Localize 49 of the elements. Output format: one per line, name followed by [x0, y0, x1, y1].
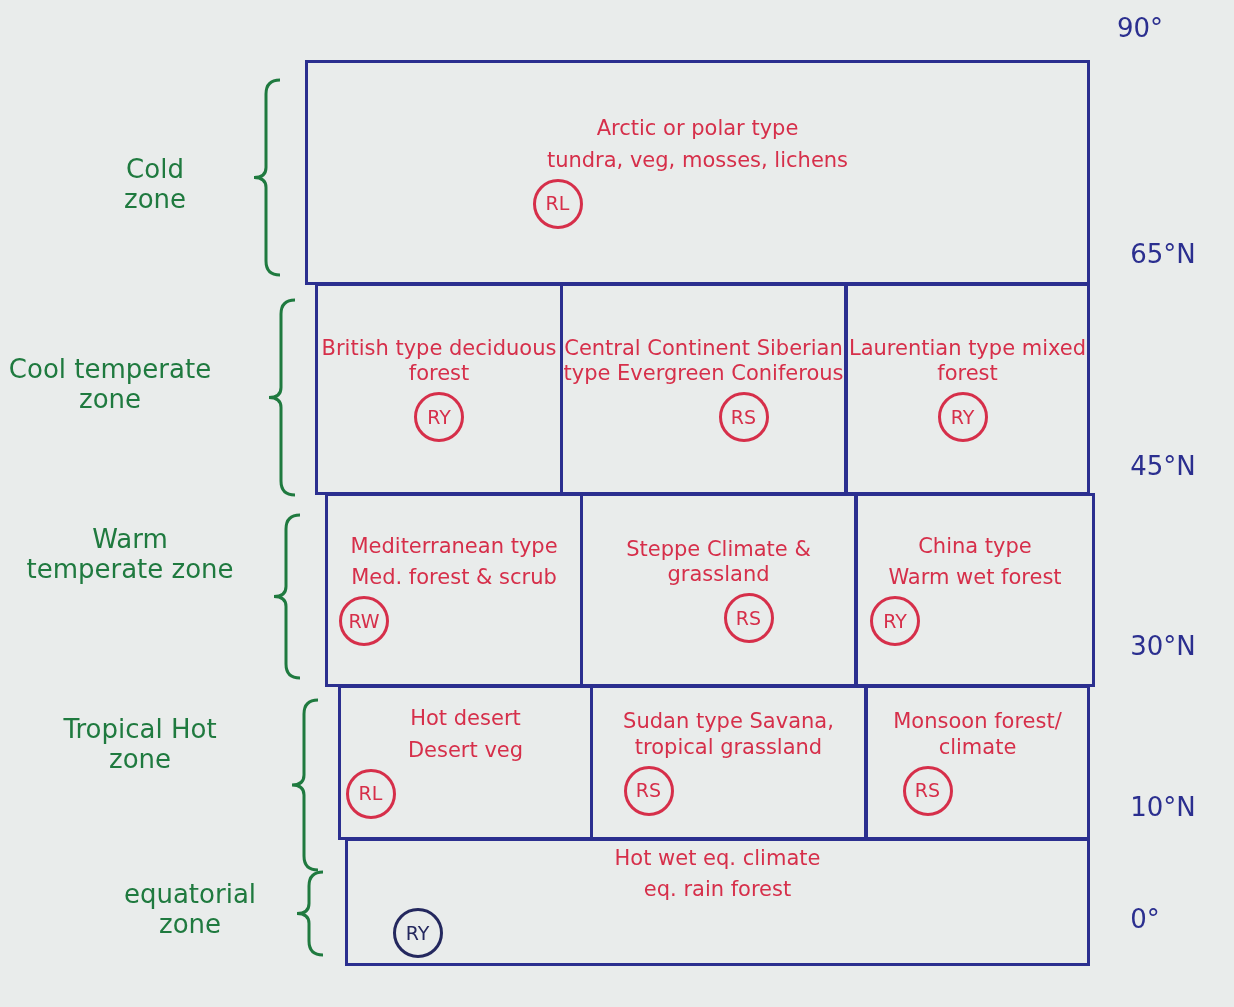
climate-text: Steppe Climate & grassland: [625, 536, 812, 588]
latitude-label: 45°N: [1129, 452, 1197, 482]
climate-cell: [580, 493, 857, 687]
region-code-circle: RS: [718, 392, 769, 443]
region-code-circle: RL: [345, 768, 396, 819]
region-code-circle: RY: [870, 596, 920, 647]
climate-text: China type: [918, 533, 1032, 559]
latitude-label: 30°N: [1129, 632, 1197, 662]
climate-cell: [325, 493, 583, 687]
climate-cell: [560, 283, 847, 495]
region-code-circle: RY: [392, 908, 443, 959]
climate-text: Sudan type Savana, tropical grassland: [622, 709, 835, 760]
climate-text: Monsoon forest/ climate: [892, 709, 1063, 760]
region-code-circle: RL: [532, 178, 583, 229]
zone-label: equatorial zone: [122, 880, 258, 940]
zone-label: Cold zone: [123, 155, 187, 215]
climate-cell: [305, 60, 1090, 285]
climate-cell: [590, 685, 867, 840]
region-code-circle: RS: [623, 765, 674, 816]
climate-text: Warm wet forest: [888, 565, 1062, 591]
climate-text: Desert veg: [407, 737, 524, 763]
climate-cell: [845, 283, 1090, 495]
climate-cell: [855, 493, 1095, 687]
zone-label: Tropical Hot zone: [62, 715, 218, 775]
zone-label: Cool temperate zone: [7, 355, 213, 415]
climate-text: Hot wet eq. climate: [614, 845, 821, 871]
latitude-label: 10°N: [1129, 793, 1197, 823]
region-code-circle: RS: [902, 765, 953, 816]
climate-cell: [315, 283, 563, 495]
climate-text: Laurentian type mixed forest: [848, 335, 1087, 387]
region-code-circle: RS: [723, 593, 774, 644]
region-code-circle: RY: [937, 392, 988, 443]
climate-text: Hot desert: [410, 706, 521, 732]
latitude-label: 90°: [1115, 14, 1165, 44]
climate-text: eq. rain forest: [643, 877, 792, 903]
latitude-label: 0°: [1129, 905, 1161, 935]
climate-cell: [345, 838, 1090, 966]
climate-text: Mediterranean type: [350, 533, 558, 559]
climate-cell: [338, 685, 593, 840]
climate-text: Arctic or polar type: [596, 116, 799, 142]
climate-cell: [865, 685, 1090, 840]
region-code-circle: RY: [414, 392, 464, 443]
region-code-circle: RW: [339, 596, 389, 647]
zone-label: Warm temperate zone: [25, 525, 235, 585]
climate-text: Med. forest & scrub: [351, 565, 557, 591]
climate-text: British type deciduous forest: [320, 335, 558, 387]
climate-text: Central Continent Siberian type Evergreen Coniferous: [563, 335, 844, 387]
latitude-label: 65°N: [1129, 240, 1197, 270]
climate-text: tundra, veg, mosses, lichens: [546, 147, 849, 173]
